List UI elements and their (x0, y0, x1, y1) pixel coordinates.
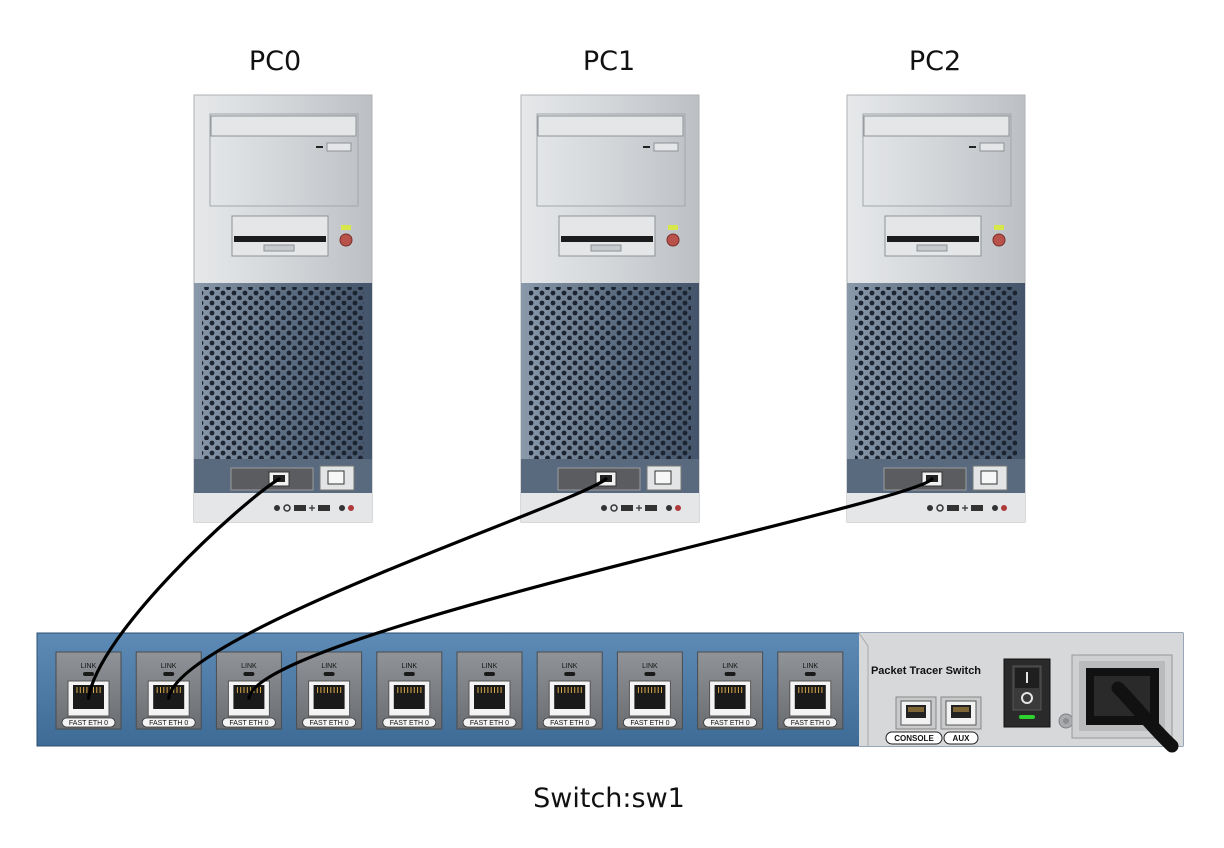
pc1-tower[interactable] (520, 94, 700, 523)
port-link-led (323, 672, 335, 676)
drive-bay-panel (862, 113, 1012, 207)
port-link-led (163, 672, 175, 676)
pc1-label: PC1 (583, 46, 635, 77)
port-link-label: LINK (81, 663, 97, 670)
port-link-led (484, 672, 495, 676)
pc2-tower[interactable] (846, 94, 1026, 523)
port-name-label: FAST ETH 0 (310, 720, 349, 727)
port-link-led (243, 672, 255, 676)
console-label-pill: CONSOLE (885, 731, 943, 745)
port-name-label: FAST ETH 0 (390, 720, 429, 727)
power-led (1019, 715, 1035, 719)
switch-port-2[interactable]: LINK FAST ETH 0 (215, 651, 282, 730)
port-name-label: FAST ETH 0 (550, 720, 589, 727)
port-link-label: LINK (562, 663, 578, 670)
drive-bay-panel (536, 113, 686, 207)
power-led (994, 225, 1004, 230)
port-link-label: LINK (161, 663, 177, 670)
switch-label: Switch:sw1 (533, 783, 685, 814)
power-led (341, 225, 351, 230)
switch-port-1[interactable]: LINK FAST ETH 0 (135, 651, 202, 730)
aux-label: AUX (953, 734, 971, 743)
power-cable (1111, 681, 1179, 753)
port-name-label: FAST ETH 0 (711, 720, 750, 727)
cable-pc2-to-port2 (247, 477, 934, 700)
cable-pc0-to-port0 (86, 477, 281, 700)
port-link-led (83, 672, 94, 676)
power-button[interactable] (992, 233, 1006, 247)
port-link-label: LINK (241, 663, 257, 670)
optical-drive (537, 115, 684, 137)
port-name-label: FAST ETH 0 (69, 720, 108, 727)
power-led (668, 225, 678, 230)
switch-port-8[interactable]: LINK FAST ETH 0 (697, 651, 764, 730)
switch-port-6[interactable]: LINK FAST ETH 0 (536, 651, 603, 730)
switch-port-3[interactable]: LINK FAST ETH 0 (296, 651, 363, 730)
optical-drive (210, 115, 357, 137)
port-link-led (644, 672, 656, 676)
port-name-label: FAST ETH 0 (470, 720, 509, 727)
switch-port-4[interactable]: LINK FAST ETH 0 (376, 651, 443, 730)
port-link-label: LINK (722, 663, 738, 670)
switch-port-7[interactable]: LINK FAST ETH 0 (616, 651, 683, 730)
port-link-led (403, 672, 415, 676)
cable-pc1-to-port1 (167, 477, 608, 700)
switch-port-9[interactable]: LINK FAST ETH 0 (777, 651, 844, 730)
front-io (847, 493, 1025, 522)
pc0-tower[interactable] (193, 94, 373, 523)
switch-brand-label: Packet Tracer Switch (871, 665, 981, 677)
port-name-label: FAST ETH 0 (229, 720, 268, 727)
aux-port[interactable] (940, 696, 982, 730)
optical-drive (863, 115, 1010, 137)
port-link-label: LINK (402, 663, 418, 670)
port-link-led (724, 672, 736, 676)
port-link-label: LINK (482, 663, 498, 670)
switch-sw1[interactable]: LINK FAST ETH 0 LINK FAST ETH 0 LINK FAST ETH… (36, 632, 1184, 753)
pc0-label: PC0 (249, 46, 301, 77)
port-link-led (564, 672, 576, 676)
console-label: CONSOLE (894, 734, 934, 743)
switch-port-5[interactable]: LINK FAST ETH 0 (456, 651, 523, 730)
power-button[interactable] (339, 233, 353, 247)
port-link-label: LINK (803, 663, 819, 670)
drive-bay-panel (209, 113, 359, 207)
front-io (194, 493, 372, 522)
aux-label-pill: AUX (943, 731, 979, 745)
port-name-label: FAST ETH 0 (791, 720, 830, 727)
power-button[interactable] (666, 233, 680, 247)
pc2-label: PC2 (909, 46, 961, 77)
port-name-label: FAST ETH 0 (630, 720, 669, 727)
port-link-label: LINK (642, 663, 658, 670)
port-link-led (804, 672, 816, 676)
console-port[interactable] (895, 696, 937, 730)
switch-panel-divider (858, 632, 869, 746)
port-link-label: LINK (321, 663, 337, 670)
port-name-label: FAST ETH 0 (149, 720, 188, 727)
